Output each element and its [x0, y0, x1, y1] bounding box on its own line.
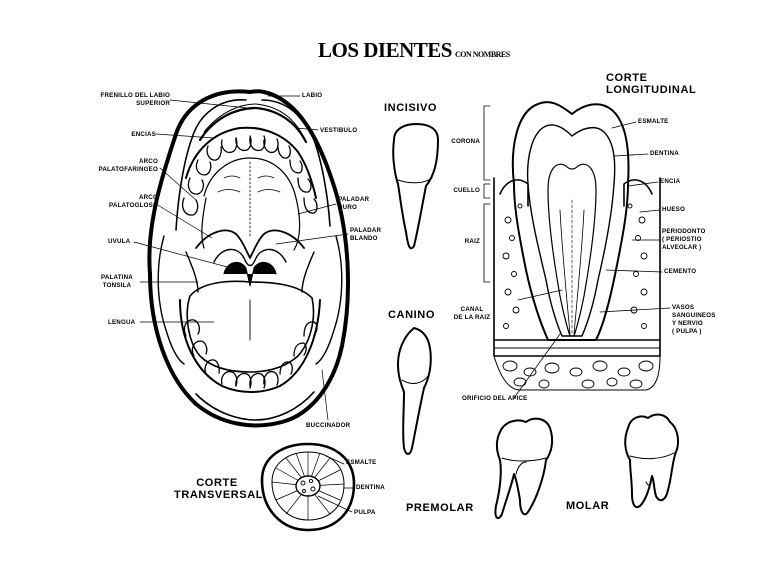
label-raiz: RAIZ: [464, 238, 480, 245]
label-periodonto: PERIODONTO ( PERIOSTIO ALVEOLAR ): [662, 228, 706, 251]
label-corte-longitudinal: CORTE LONGITUDINAL: [606, 72, 697, 96]
label-labio: LABIO: [302, 92, 323, 99]
label-hueso: HUESO: [662, 206, 686, 213]
canine-illustration: [397, 327, 432, 455]
premolar-illustration: [494, 417, 554, 520]
label-esmalte-long: ESMALTE: [638, 118, 669, 125]
label-encias: ENCIAS: [131, 131, 156, 138]
mouth-illustration: [147, 89, 350, 428]
label-vasos: VASOS SANGUINEOS Y NERVIO ( PULPA ): [672, 304, 716, 335]
incisor-illustration: [392, 123, 439, 250]
label-cuello: CUELLO: [453, 187, 480, 194]
label-buccinador: BUCCINADOR: [306, 422, 351, 429]
label-uvula: UVULA: [108, 238, 131, 245]
label-incisivo: INCISIVO: [384, 102, 438, 114]
label-orificio-apice: ORIFICIO DEL APICE: [462, 395, 528, 402]
label-arco-palatofaringeo: ARCO PALATOFARINGEO: [98, 158, 158, 173]
label-encia: ENCIA: [660, 178, 681, 185]
label-dentina-trans: DENTINA: [356, 484, 385, 491]
label-vestibulo: VESTIBULO: [320, 127, 358, 134]
label-canino: CANINO: [388, 309, 435, 321]
label-canal-raiz: CANAL DE LA RAIZ: [453, 306, 491, 321]
label-arco-palatogloso: ARCO PALATOGLOSO: [109, 194, 158, 209]
label-esmalte-trans: ESMALTE: [346, 459, 377, 466]
label-molar: MOLAR: [566, 500, 610, 512]
label-paladar-blando: PALADAR BLANDO: [350, 227, 382, 242]
label-cemento: CEMENTO: [664, 268, 697, 275]
label-paladar-duro: PALADAR DURO: [338, 196, 370, 211]
transverse-section-illustration: [260, 442, 356, 532]
title-main-text: LOS DIENTES: [318, 38, 452, 62]
mouth-leader-lines: [133, 95, 349, 421]
label-corona: CORONA: [451, 138, 480, 145]
label-premolar: PREMOLAR: [406, 502, 474, 514]
label-pulpa-trans: PULPA: [354, 509, 376, 516]
label-lengua: LENGUA: [108, 319, 136, 326]
label-palatina-tonsila: PALATINA TONSILA: [101, 274, 133, 289]
molar-illustration: [624, 413, 679, 508]
label-corte-transversal: CORTE TRANSVERSAL: [174, 477, 264, 501]
longitudinal-section-illustration: [493, 101, 661, 391]
longitudinal-leader-lines: [483, 105, 671, 399]
title-subtitle: CON NOMBRES: [454, 50, 510, 59]
label-dentina-long: DENTINA: [650, 150, 679, 157]
label-frenillo: FRENILLO DEL LABIO SUPERIOR: [100, 92, 170, 107]
